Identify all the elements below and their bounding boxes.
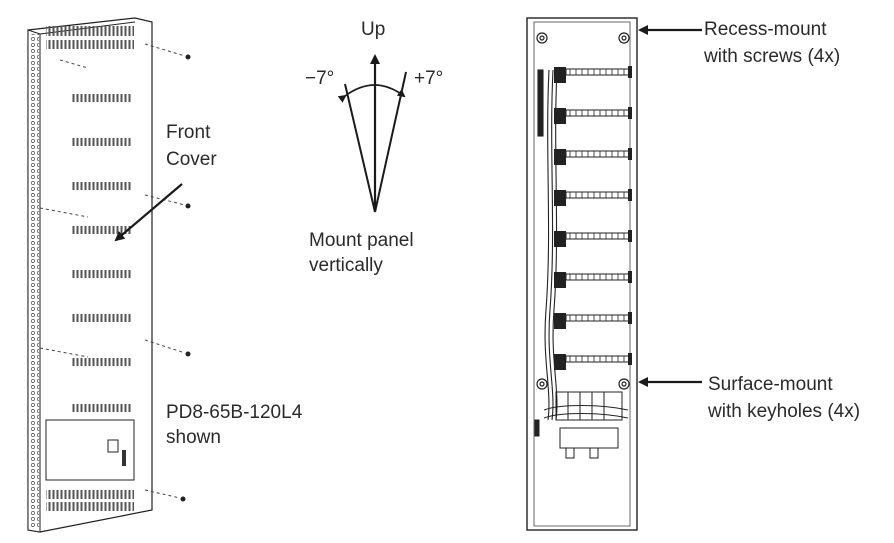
wiring-harness xyxy=(537,69,558,421)
up-label: Up xyxy=(361,19,386,40)
circuit-rail xyxy=(554,148,632,165)
model-label-line2: shown xyxy=(166,427,221,448)
keyhole-icon xyxy=(536,378,630,390)
terminal-block xyxy=(534,391,629,459)
front-cover-panel xyxy=(27,17,191,533)
cover-door xyxy=(45,419,135,481)
circuit-rail xyxy=(554,312,632,329)
mount-label-line2: vertically xyxy=(309,255,383,276)
circuit-rail xyxy=(554,230,632,247)
screw-guides xyxy=(39,43,186,499)
angle-diagram xyxy=(337,54,407,213)
angle-left-label: −7° xyxy=(305,68,335,89)
rotation-arc-icon xyxy=(337,84,406,103)
circuit-rail xyxy=(554,66,632,83)
back-panel xyxy=(526,17,638,531)
front-cover-label-line1: Front xyxy=(166,122,211,143)
screw-hole-icon xyxy=(536,32,630,44)
circuit-rail xyxy=(554,353,632,370)
angle-right-label: +7° xyxy=(414,68,444,89)
model-label-line1: PD8-65B-120L4 xyxy=(166,402,303,423)
circuit-rail xyxy=(554,271,632,288)
recess-label-line1: Recess-mount xyxy=(704,19,827,40)
surface-label-line2: with keyholes (4x) xyxy=(708,401,861,422)
circuit-rail xyxy=(554,107,632,124)
screw-heads xyxy=(180,54,191,502)
circuit-rail xyxy=(554,189,632,206)
surface-label-line1: Surface-mount xyxy=(708,374,833,395)
circuit-rails xyxy=(554,66,632,370)
front-cover-callout-arrow xyxy=(114,183,183,242)
mount-label-line1: Mount panel xyxy=(309,230,414,251)
vent-slots xyxy=(72,94,132,412)
front-cover-label-line2: Cover xyxy=(166,149,217,170)
recess-label-line2: with screws (4x) xyxy=(704,46,841,67)
